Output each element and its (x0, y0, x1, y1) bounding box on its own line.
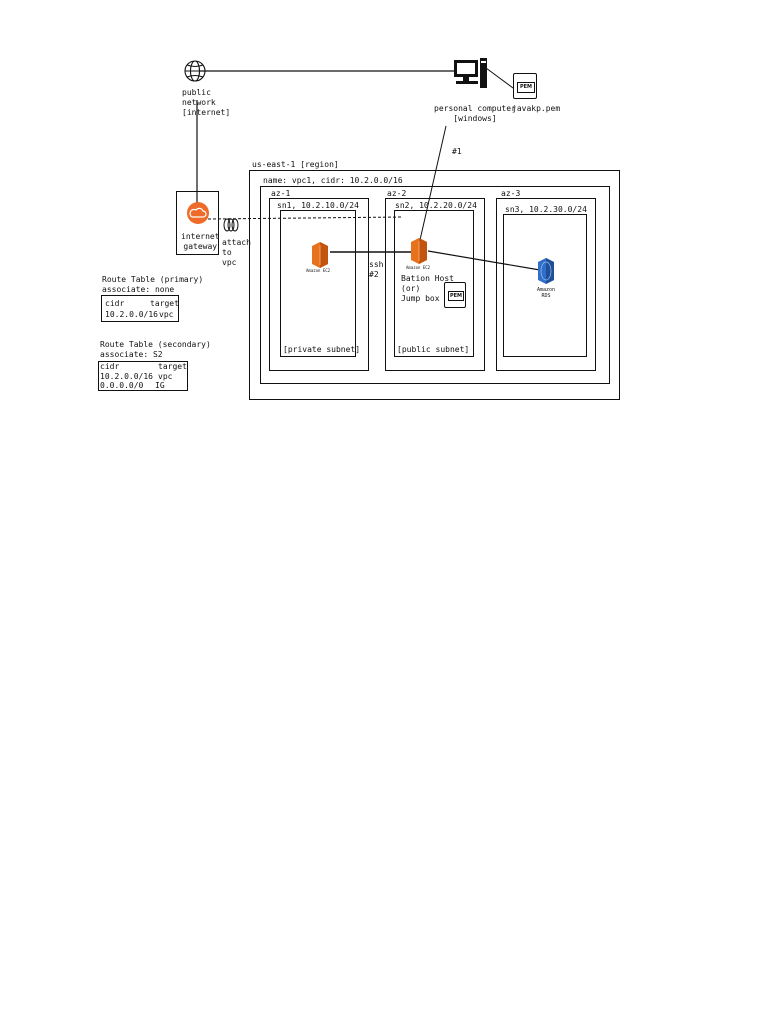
route-primary-row-0-cidr: 10.2.0.0/16 (105, 310, 158, 319)
route-secondary-row-0-target: vpc (158, 372, 173, 381)
internet-label: public network [internet] (182, 88, 231, 117)
edge-label-1: #1 (452, 147, 462, 156)
vpc-label: name: vpc1, cidr: 10.2.0.0/16 (263, 176, 403, 185)
ec2-label-az1: Amazon EC2 (306, 268, 331, 273)
sn2-label: sn2, 10.2.20.0/24 (395, 201, 477, 210)
region-label: us-east-1 [region] (252, 160, 339, 169)
route-secondary-table: cidr target 10.2.0.0/16 vpc 0.0.0.0/0 IG (98, 361, 188, 391)
private-subnet-label: [private subnet] (283, 345, 361, 354)
sn1-label: sn1, 10.2.10.0/24 (277, 201, 359, 210)
az2-label: az-2 (387, 189, 407, 198)
az3-label: az-3 (501, 189, 521, 198)
gateway-circle (187, 202, 209, 224)
ec2-label-bastion: Amazon EC2 (406, 265, 431, 270)
gateway-attach-dashed-line (207, 216, 404, 220)
route-primary-table: cidr target 10.2.0.0/16 vpc (101, 295, 179, 322)
computer-to-bastion-line (419, 125, 447, 241)
gateway-label: internet gateway (181, 232, 220, 251)
attach-label: attach to vpc (222, 238, 251, 267)
pem-file-icon: PEM (513, 73, 537, 99)
gateway-box (176, 191, 219, 255)
bastion-host-label: Bation Host (or) Jump box (401, 274, 454, 303)
pem-icon-text: PEM (517, 82, 535, 93)
bastion-pem-icon: PEM (444, 282, 466, 308)
route-secondary-row-0-cidr: 10.2.0.0/16 (100, 372, 153, 381)
private-subnet-box (280, 210, 356, 357)
route-secondary-header-target: target (158, 362, 187, 371)
bastion-pem-icon-text: PEM (448, 291, 464, 301)
public-subnet-box (394, 210, 474, 357)
computer-label: personal computer [windows] (434, 104, 516, 123)
route-primary-associate: associate: none (102, 285, 175, 294)
route-primary-header-cidr: cidr (105, 299, 125, 308)
public-subnet-label: [public subnet] (397, 345, 470, 354)
route-primary-header-target: target (150, 299, 179, 308)
route-primary-row-0-target: vpc (159, 310, 174, 319)
route-secondary-header-cidr: cidr (100, 362, 120, 371)
route-primary-title: Route Table (primary) (102, 275, 204, 284)
sn3-subnet-box (503, 214, 587, 357)
route-secondary-associate: associate: S2 (100, 350, 163, 359)
computer-to-pem-line (485, 67, 514, 89)
route-secondary-title: Route Table (secondary) (100, 340, 211, 349)
az1-label: az-1 (271, 189, 291, 198)
az2-box (385, 198, 485, 371)
az3-box (496, 198, 596, 371)
attach-coil-icon (223, 218, 239, 232)
route-secondary-row-1-cidr: 0.0.0.0/0 (100, 381, 144, 390)
region-box (249, 170, 620, 400)
ssh-label: ssh #2 (369, 260, 384, 279)
pem-file-label: javakp.pem (512, 104, 561, 113)
rds-label: Amazon RDS (537, 287, 556, 299)
sn3-label: sn3, 10.2.30.0/24 (505, 205, 587, 214)
vpc-box (260, 186, 610, 384)
az1-box (269, 198, 369, 371)
route-secondary-row-1-target: IG (155, 381, 165, 390)
